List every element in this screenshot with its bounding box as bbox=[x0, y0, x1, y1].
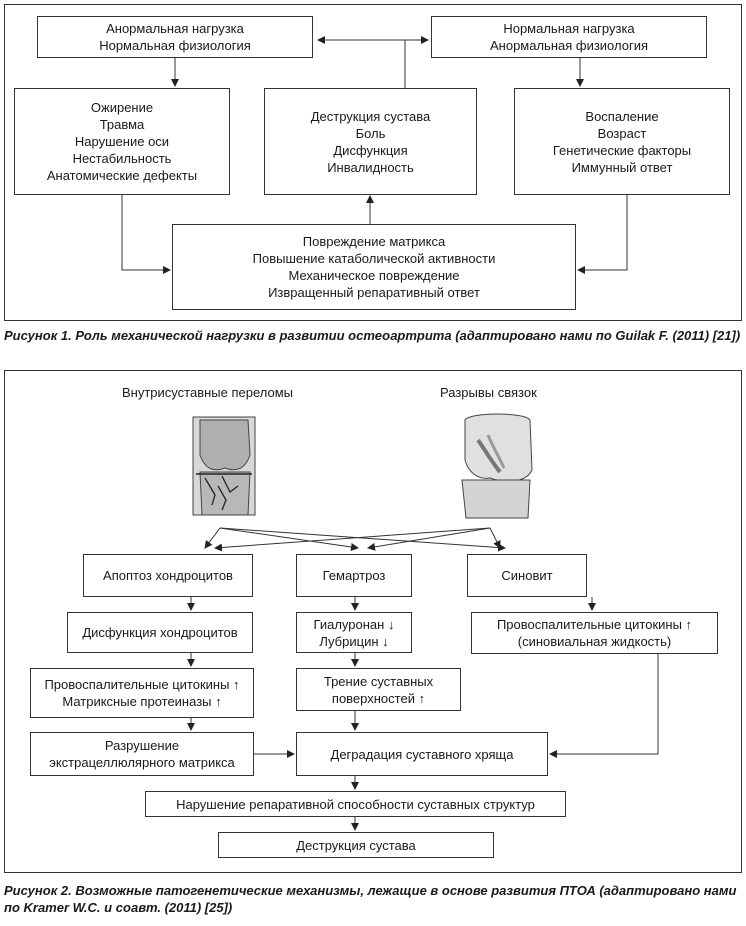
fig1-joint-destruction-box: Деструкция сустава Боль Дисфункция Инвал… bbox=[264, 88, 477, 195]
fig2-ecm-destruction-box: Разрушение экстрацеллюлярного матрикса bbox=[30, 732, 254, 776]
figure1-frame bbox=[4, 4, 742, 321]
knee-ligament-illustration bbox=[461, 413, 533, 519]
fig2-hyaluronan-box: Гиалуронан ↓ Лубрицин ↓ bbox=[296, 612, 412, 653]
fig2-synovitis-box: Синовит bbox=[467, 554, 587, 597]
arrow-center-to-topleft bbox=[317, 36, 406, 88]
fig2-cytokines-proteinases-box: Провоспалительные цитокины ↑ Матриксные … bbox=[30, 668, 254, 718]
figure2-frame bbox=[4, 370, 742, 873]
label-ligament-tears: Разрывы связок bbox=[440, 385, 537, 400]
fig2-joint-destruction-box: Деструкция сустава bbox=[218, 832, 494, 858]
fig1-abnormal-load-box: Анормальная нагрузка Нормальная физиолог… bbox=[37, 16, 313, 58]
fig2-cartilage-degradation-box: Деградация суставного хряща bbox=[296, 732, 548, 776]
fig1-risk-factors-box: Ожирение Травма Нарушение оси Нестабильн… bbox=[14, 88, 230, 195]
figure2-caption: Рисунок 2. Возможные патогенетические ме… bbox=[4, 883, 737, 915]
fig1-normal-load-box: Нормальная нагрузка Анормальная физиолог… bbox=[431, 16, 707, 58]
label-intraarticular-fractures: Внутрисуставные переломы bbox=[122, 385, 293, 400]
fig1-inflammation-box: Воспаление Возраст Генетические факторы … bbox=[514, 88, 730, 195]
arrow-right-to-bottom bbox=[577, 195, 628, 274]
arrow-left-to-bottom bbox=[121, 195, 171, 274]
fig1-matrix-damage-box: Повреждение матрикса Повышение катаболич… bbox=[172, 224, 576, 310]
fig2-hemarthrosis-box: Гемартроз bbox=[296, 554, 412, 597]
fig2-apoptosis-box: Апоптоз хондроцитов bbox=[83, 554, 253, 597]
fig2-repair-impairment-box: Нарушение репаративной способности суста… bbox=[145, 791, 566, 817]
figure1-caption: Рисунок 1. Роль механической нагрузки в … bbox=[4, 328, 741, 343]
fig2-synovial-cytokines-box: Провоспалительные цитокины ↑ (синовиальн… bbox=[471, 612, 718, 654]
knee-fracture-illustration bbox=[192, 416, 256, 516]
fig2-chondrocyte-dysfunction-box: Дисфункция хондроцитов bbox=[67, 612, 253, 653]
fig2-friction-box: Трение суставных поверхностей ↑ bbox=[296, 668, 461, 711]
